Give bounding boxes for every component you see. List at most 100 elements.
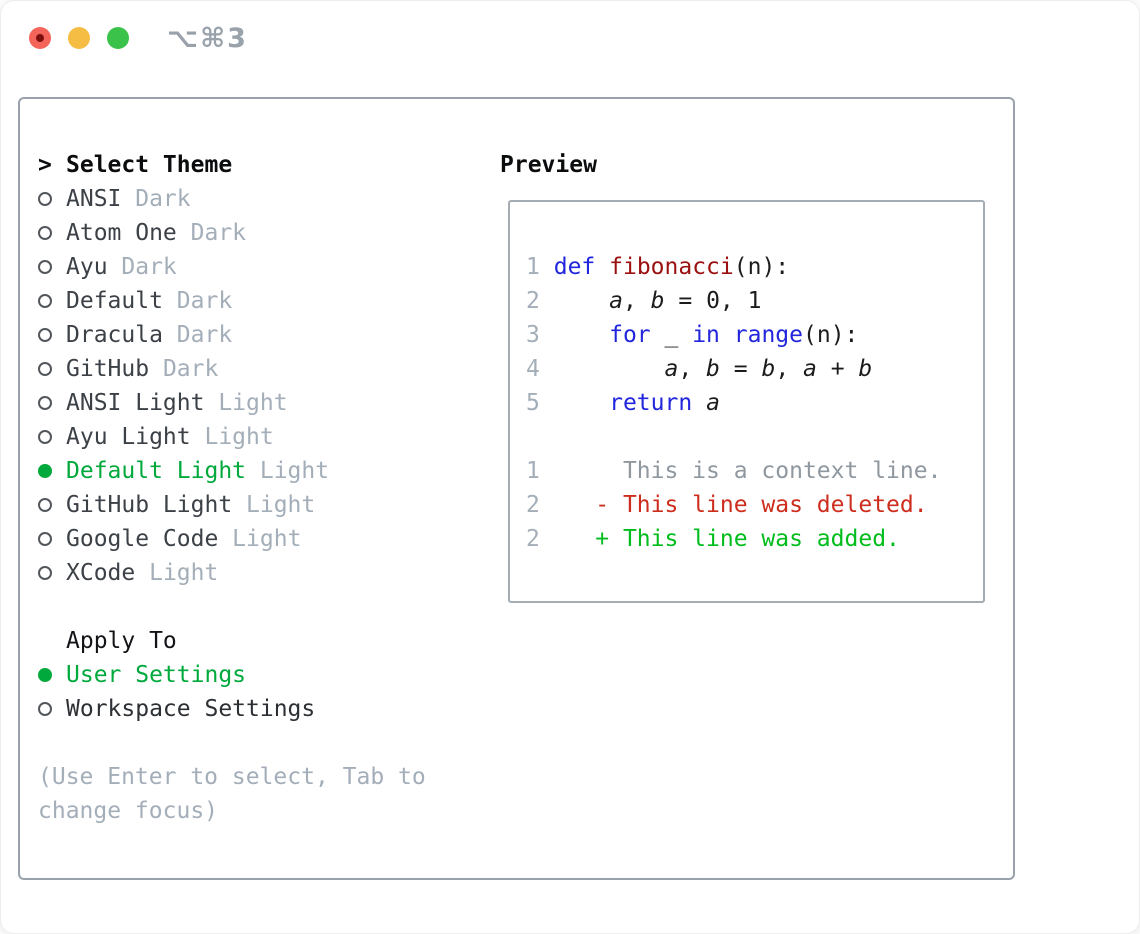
code-token: = xyxy=(719,356,762,382)
theme-option[interactable]: Atom One Dark xyxy=(38,216,426,250)
radio-icon xyxy=(38,260,66,274)
code-token xyxy=(540,390,609,416)
theme-tag: Light xyxy=(232,492,316,518)
theme-option[interactable]: Default Light Light xyxy=(38,454,426,488)
theme-option[interactable]: XCode Light xyxy=(38,556,426,590)
theme-name: ANSI xyxy=(66,186,122,212)
code-line: 1 def fibonacci(n): xyxy=(526,250,983,284)
theme-tag: Dark xyxy=(121,186,191,212)
theme-tag: Dark xyxy=(162,322,233,348)
apply-option[interactable]: Workspace Settings xyxy=(38,692,426,726)
code-token: b xyxy=(761,356,776,382)
select-theme-title: Select Theme xyxy=(66,152,233,178)
radio-icon xyxy=(38,396,66,410)
theme-name: XCode xyxy=(66,560,136,586)
radio-selected-icon xyxy=(38,668,66,682)
code-token xyxy=(540,288,609,314)
line-number: 2 xyxy=(526,492,540,518)
theme-name: Dracula xyxy=(66,322,163,348)
theme-option[interactable]: Dracula Dark xyxy=(38,318,426,352)
theme-tag: Dark xyxy=(149,356,219,382)
code-token: _ xyxy=(650,322,693,348)
spacer-row xyxy=(38,726,426,760)
prompt-caret-icon: > xyxy=(38,152,52,178)
code-token: = 0, 1 xyxy=(664,288,762,314)
code-token xyxy=(540,254,554,280)
code-token: fibonacci xyxy=(609,254,734,280)
code-token: a xyxy=(664,356,679,382)
code-token: (n): xyxy=(733,254,790,280)
theme-name: GitHub xyxy=(66,356,150,382)
select-theme-header: > Select Theme xyxy=(38,148,426,182)
line-number: 1 xyxy=(526,458,540,484)
line-number: 5 xyxy=(526,390,540,416)
code-token: , xyxy=(622,288,651,314)
code-token: def xyxy=(553,254,596,280)
code-line: 2 + This line was added. xyxy=(526,522,983,556)
code-line: 5 return a xyxy=(526,386,983,420)
theme-tag: Dark xyxy=(107,254,177,280)
theme-option[interactable]: ANSI Light Light xyxy=(38,386,426,420)
theme-tag: Dark xyxy=(162,288,233,314)
hint-text: (Use Enter to select, Tab to change focus… xyxy=(38,760,426,828)
theme-option[interactable]: ANSI Dark xyxy=(38,182,426,216)
theme-option[interactable]: Google Code Light xyxy=(38,522,426,556)
line-number: 2 xyxy=(526,526,540,552)
code-token: in xyxy=(692,322,720,348)
code-token: b xyxy=(858,356,873,382)
radio-icon xyxy=(38,294,66,308)
radio-icon xyxy=(38,362,66,376)
apply-to-header: Apply To xyxy=(38,624,426,658)
theme-option[interactable]: Ayu Light Light xyxy=(38,420,426,454)
code-token: for xyxy=(609,322,651,348)
zoom-button[interactable] xyxy=(107,27,129,49)
theme-tag: Light xyxy=(218,526,302,552)
theme-tag: Light xyxy=(190,424,274,450)
code-token xyxy=(540,322,609,348)
radio-selected-icon xyxy=(38,464,66,478)
hint-line: (Use Enter to select, Tab to xyxy=(38,764,426,790)
code-token: return xyxy=(609,390,693,416)
theme-name: ANSI Light xyxy=(66,390,205,416)
apply-option-label: User Settings xyxy=(66,662,247,688)
preview-title: Preview xyxy=(500,152,597,178)
theme-tag: Light xyxy=(135,560,219,586)
spacer-row xyxy=(38,590,426,624)
code-line: 3 for _ in range(n): xyxy=(526,318,983,352)
apply-option[interactable]: User Settings xyxy=(38,658,426,692)
line-number: 4 xyxy=(526,356,540,382)
close-button[interactable] xyxy=(29,27,51,49)
radio-icon xyxy=(38,192,66,206)
apply-option-label: Workspace Settings xyxy=(66,696,316,722)
code-token xyxy=(692,390,706,416)
theme-option[interactable]: Ayu Dark xyxy=(38,250,426,284)
traffic-lights xyxy=(29,27,129,49)
line-number: 1 xyxy=(526,254,540,280)
hint-line: change focus) xyxy=(38,798,219,824)
code-token: b xyxy=(706,356,720,382)
minimize-button[interactable] xyxy=(68,27,90,49)
code-line: 2 - This line was deleted. xyxy=(526,488,983,522)
theme-name: Ayu Light xyxy=(66,424,191,450)
code-token: (n): xyxy=(803,322,859,348)
theme-option[interactable]: GitHub Light Light xyxy=(38,488,426,522)
code-token: This is a context line. xyxy=(539,458,942,484)
code-token: , xyxy=(678,356,707,382)
radio-icon xyxy=(38,532,66,546)
theme-option[interactable]: GitHub Dark xyxy=(38,352,426,386)
apply-to-title: Apply To xyxy=(66,628,177,654)
code-line: 1 This is a context line. xyxy=(526,454,983,488)
radio-icon xyxy=(38,566,66,580)
line-number: 3 xyxy=(526,322,540,348)
code-line: 2 a, b = 0, 1 xyxy=(526,284,983,318)
radio-icon xyxy=(38,328,66,342)
theme-option[interactable]: Default Dark xyxy=(38,284,426,318)
theme-name: Ayu xyxy=(66,254,108,280)
